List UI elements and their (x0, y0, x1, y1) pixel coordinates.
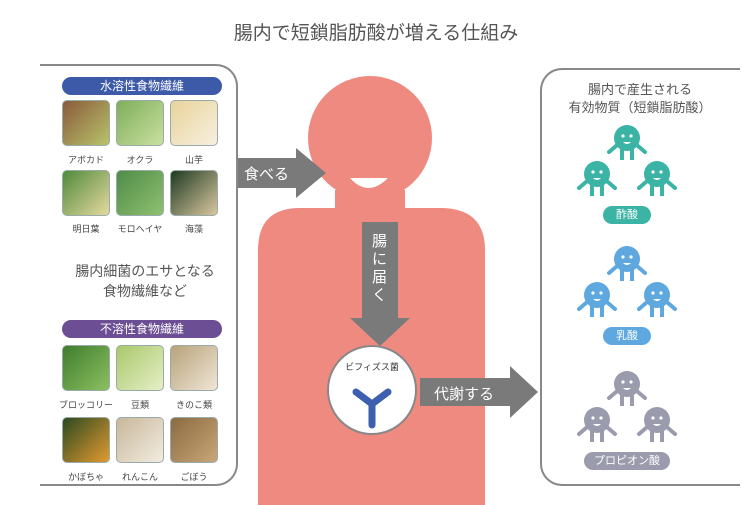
food-label: 豆類 (130, 401, 149, 411)
metabolize-arrow (420, 366, 538, 418)
molecule-character-icon (607, 246, 647, 281)
food-label: ごぼう (180, 473, 208, 483)
mouth (350, 178, 388, 188)
molecule-character-icon (637, 161, 677, 196)
bacteria-label: ビフィズス菌 (345, 363, 399, 373)
note-line: 食物繊維など (103, 284, 187, 300)
food-photo (170, 100, 218, 146)
molecule-character-icon (577, 407, 617, 442)
food-photo (62, 417, 110, 463)
page-title: 腸内で短鎖脂肪酸が増える仕組み (233, 22, 519, 44)
insoluble-fiber-label: 不溶性食物繊維 (62, 320, 222, 338)
acid-label: 乳酸 (603, 327, 651, 345)
eat-arrow (238, 148, 326, 198)
molecule-cluster (577, 371, 677, 442)
molecule-cluster (577, 246, 677, 317)
right-heading: 腸内で産生される有効物質（短鎖脂肪酸） (545, 82, 735, 118)
food-label: きのこ類 (175, 401, 212, 411)
metabolize-label: 代謝する (434, 385, 495, 403)
food-label: れんこん (121, 473, 158, 483)
food-label: アボカド (67, 156, 104, 166)
acid-label: 酢酸 (603, 206, 651, 224)
food-photo (62, 170, 110, 216)
reach-arrow (350, 222, 410, 346)
food-photo (170, 417, 218, 463)
food-photo (170, 170, 218, 216)
food-label: かぼちゃ (67, 473, 104, 483)
molecule-cluster (577, 125, 677, 196)
heading-line: 有効物質（短鎖脂肪酸） (568, 101, 712, 116)
food-photo (116, 100, 164, 146)
note-line: 腸内細菌のエサとなる (75, 264, 215, 280)
molecule-character-icon (637, 282, 677, 317)
left-bracket (40, 64, 238, 486)
fiber-note: 腸内細菌のエサとなる食物繊維など (52, 262, 238, 302)
molecule-character-icon (637, 407, 677, 442)
reach-label: 腸に届く (372, 232, 388, 304)
food-photo (170, 345, 218, 391)
acid-label: プロピオン酸 (584, 452, 670, 470)
molecule-character-icon (607, 125, 647, 160)
y-bacteria-icon (352, 388, 392, 429)
food-label: モロヘイヤ (117, 225, 163, 235)
food-label: 山芋 (184, 156, 203, 166)
molecule-character-icon (607, 371, 647, 406)
food-photo (62, 100, 110, 146)
food-photo (116, 417, 164, 463)
molecule-character-icon (577, 161, 617, 196)
soluble-fiber-label: 水溶性食物繊維 (62, 77, 222, 95)
food-label: 海藻 (184, 225, 203, 235)
right-bracket (540, 68, 740, 486)
food-photo (116, 170, 164, 216)
food-photo (62, 345, 110, 391)
food-photo (116, 345, 164, 391)
food-label: ブロッコリー (58, 401, 113, 411)
heading-line: 腸内で産生される (587, 83, 692, 98)
food-label: 明日葉 (72, 225, 100, 235)
food-label: オクラ (126, 156, 154, 166)
bifidobacteria-circle (327, 345, 417, 435)
molecule-character-icon (577, 282, 617, 317)
eat-label: 食べる (244, 165, 290, 183)
